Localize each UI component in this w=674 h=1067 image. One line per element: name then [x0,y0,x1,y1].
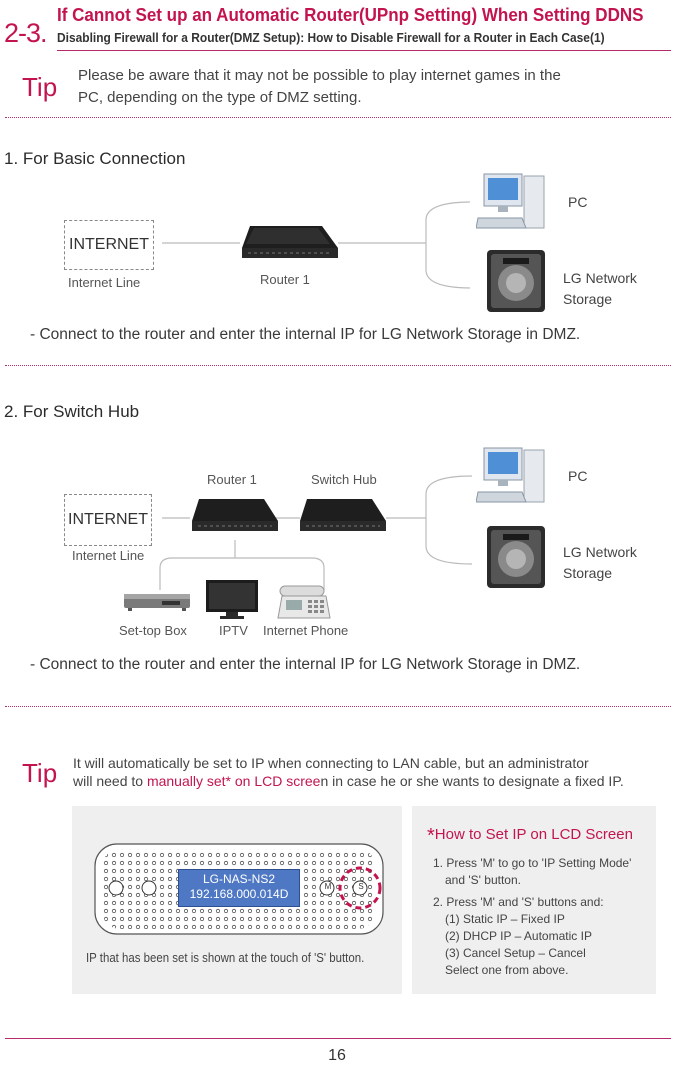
tip-text-line2: PC, depending on the type of DMZ setting… [78,89,362,106]
internet-box: INTERNET [64,494,152,546]
section-title-switch-hub: 2. For Switch Hub [4,402,140,421]
nas-label-line2: Storage [563,565,613,581]
howto-title: *How to Set IP on LCD Screen [427,825,633,848]
nas-icon [485,248,551,318]
iptv-label: IPTV [219,623,248,638]
howto-panel [412,806,656,994]
tip-highlight: manually set* on LCD scree [146,773,321,789]
howto-step1a: 1. Press 'M' to go to 'IP Setting Mode' [433,856,632,870]
basic-connection-lines [162,201,470,289]
howto-opt4: Select one from above. [445,963,569,977]
lcd-model: LG-NAS-NS2 [202,872,276,886]
router-label: Router 1 [207,472,257,487]
page-number: 16 [328,1047,346,1064]
howto-opt1: (1) Static IP – Fixed IP [445,912,565,926]
lcd-caption: IP that has been set is shown at the tou… [86,950,365,965]
pc-label: PC [568,468,588,484]
internet-line-label: Internet Line [68,275,141,290]
pc-icon [476,172,556,234]
tip-text-line1: Please be aware that it may not be possi… [78,67,561,84]
tip-label: Tip [22,72,58,102]
howto-star: * [427,825,435,847]
howto-step1b: and 'S' button. [445,873,521,887]
router-icon [240,220,340,268]
section-note: - Connect to the router and enter the in… [30,656,581,673]
internet-box: INTERNET [64,220,154,270]
howto-opt3: (3) Cancel Setup – Cancel [445,946,586,960]
nas-label-line1: LG Network [563,544,637,560]
header-title: If Cannot Set up an Automatic Router(UPn… [57,4,644,25]
tip-text-line1: It will automatically be set to IP when … [73,755,589,771]
footer-rule [5,1038,671,1039]
divider [5,706,671,707]
internet-phone-label: Internet Phone [263,623,349,638]
internet-line-label: Internet Line [72,548,145,563]
settop-box-icon [122,590,192,616]
settop-box-label: Set-top Box [119,623,187,638]
header-subtitle: Disabling Firewall for a Router(DMZ Setu… [57,30,605,45]
tip-text-before: will need to [73,773,147,789]
tip-text-after: n in case he or she wants to designate a… [320,773,624,789]
pc-icon [476,446,556,508]
router-label: Router 1 [260,272,310,287]
header-rule [57,50,671,51]
lcd-button-s[interactable]: S [358,882,364,891]
lcd-button-m[interactable]: M [324,882,332,891]
tip-label: Tip [22,758,58,788]
lcd-display: LG-NAS-NS2 192.168.000.014D [178,869,300,907]
nas-label: LG Network Storage [563,268,637,310]
nas-label-line1: LG Network [563,270,637,286]
lcd-ip: 192.168.000.014D [189,887,289,901]
header-number: 2-3. [4,18,48,48]
switch-hub-icon [298,495,388,539]
divider [5,117,671,118]
section-note: - Connect to the router and enter the in… [30,326,581,343]
iptv-icon [204,578,260,620]
nas-icon [485,524,551,594]
nas-label-line2: Storage [563,291,613,307]
pc-label: PC [568,194,588,210]
howto-step2: 2. Press 'M' and 'S' buttons and: [433,895,604,909]
divider [5,365,671,366]
switch-hub-lines [159,475,473,590]
tip-text-line2: will need to manually set* on LCD screen… [73,771,624,791]
howto-title-text: How to Set IP on LCD Screen [434,826,633,843]
router-icon [190,495,280,539]
nas-label: LG Network Storage [563,542,637,584]
switch-hub-label: Switch Hub [311,472,377,487]
howto-opt2: (2) DHCP IP – Automatic IP [445,929,592,943]
section-title-basic: 1. For Basic Connection [4,149,186,168]
internet-phone-icon [276,582,332,622]
howto-steps: 1. Press 'M' to go to 'IP Setting Mode' … [433,855,631,979]
